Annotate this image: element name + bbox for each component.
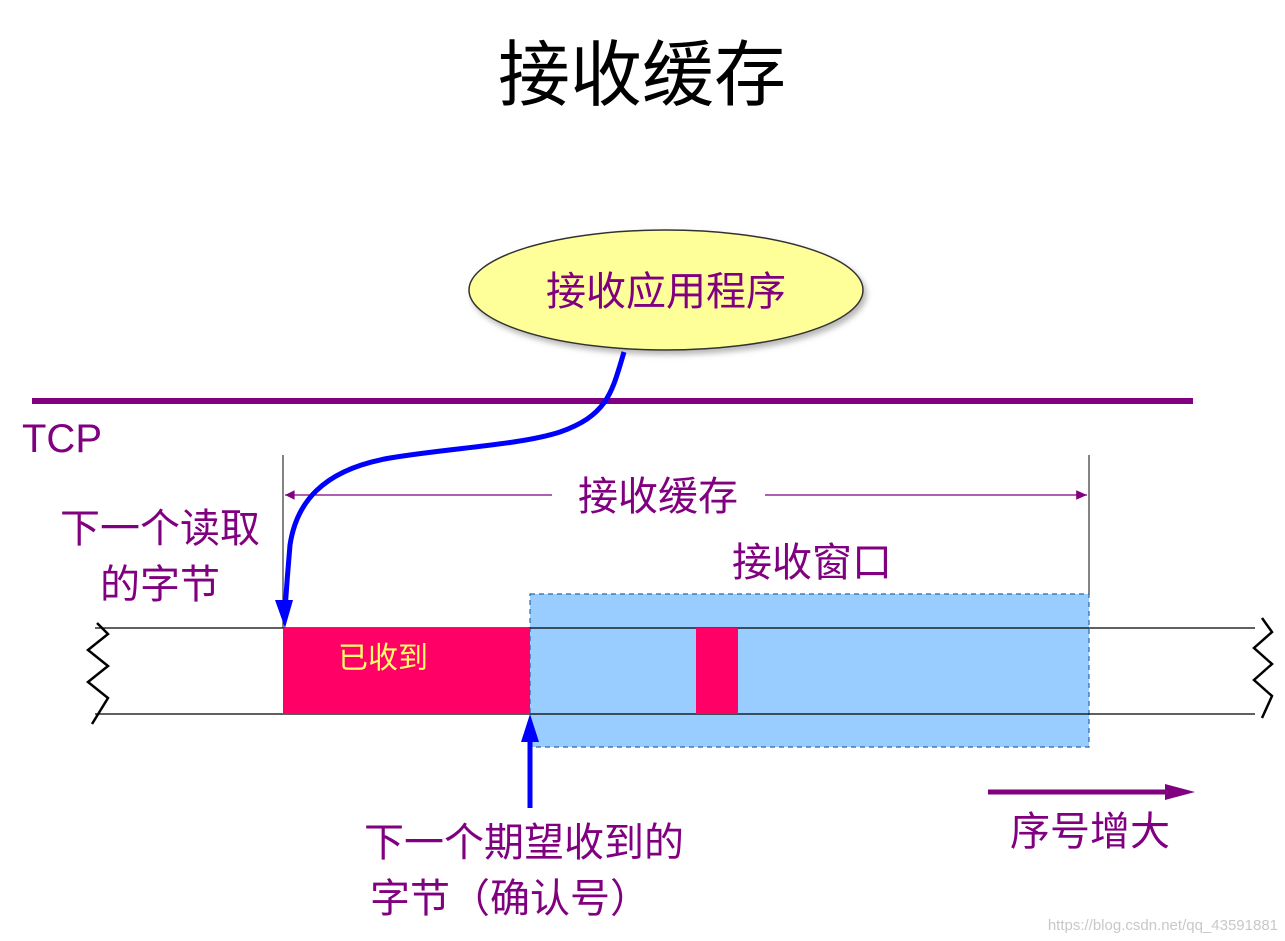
receiving-application-ellipse [468,229,864,351]
next-read-label-line2: 的字节 [100,562,220,608]
receiving-application-label: 接收应用程序 [546,269,786,315]
next-expected-pointer-arrowhead [521,714,539,742]
next-read-pointer-arrowhead [275,600,293,628]
tcp-label: TCP [22,417,102,461]
next-expected-label-line1: 下一个期望收到的 [364,820,684,866]
received-data-block [283,628,530,714]
next-expected-label-line2: 字节（确认号） [370,876,650,922]
sequence-direction-arrowhead [1165,784,1195,800]
next-read-label-line1: 下一个读取 [60,506,260,552]
received-label: 已收到 [338,641,428,676]
stream-break-right [1252,617,1274,719]
receive-window-region [529,593,1090,748]
receive-window-label: 接收窗口 [732,540,892,586]
next-read-pointer-curve [282,351,627,611]
stream-break-left [85,622,111,725]
watermark: https://blog.csdn.net/qq_43591881 [1048,917,1278,934]
page-title: 接收缓存 [498,33,786,117]
buffer-label: 接收缓存 [578,474,738,520]
out-of-order-received-block [696,628,738,714]
sequence-increase-label: 序号增大 [1010,809,1170,855]
